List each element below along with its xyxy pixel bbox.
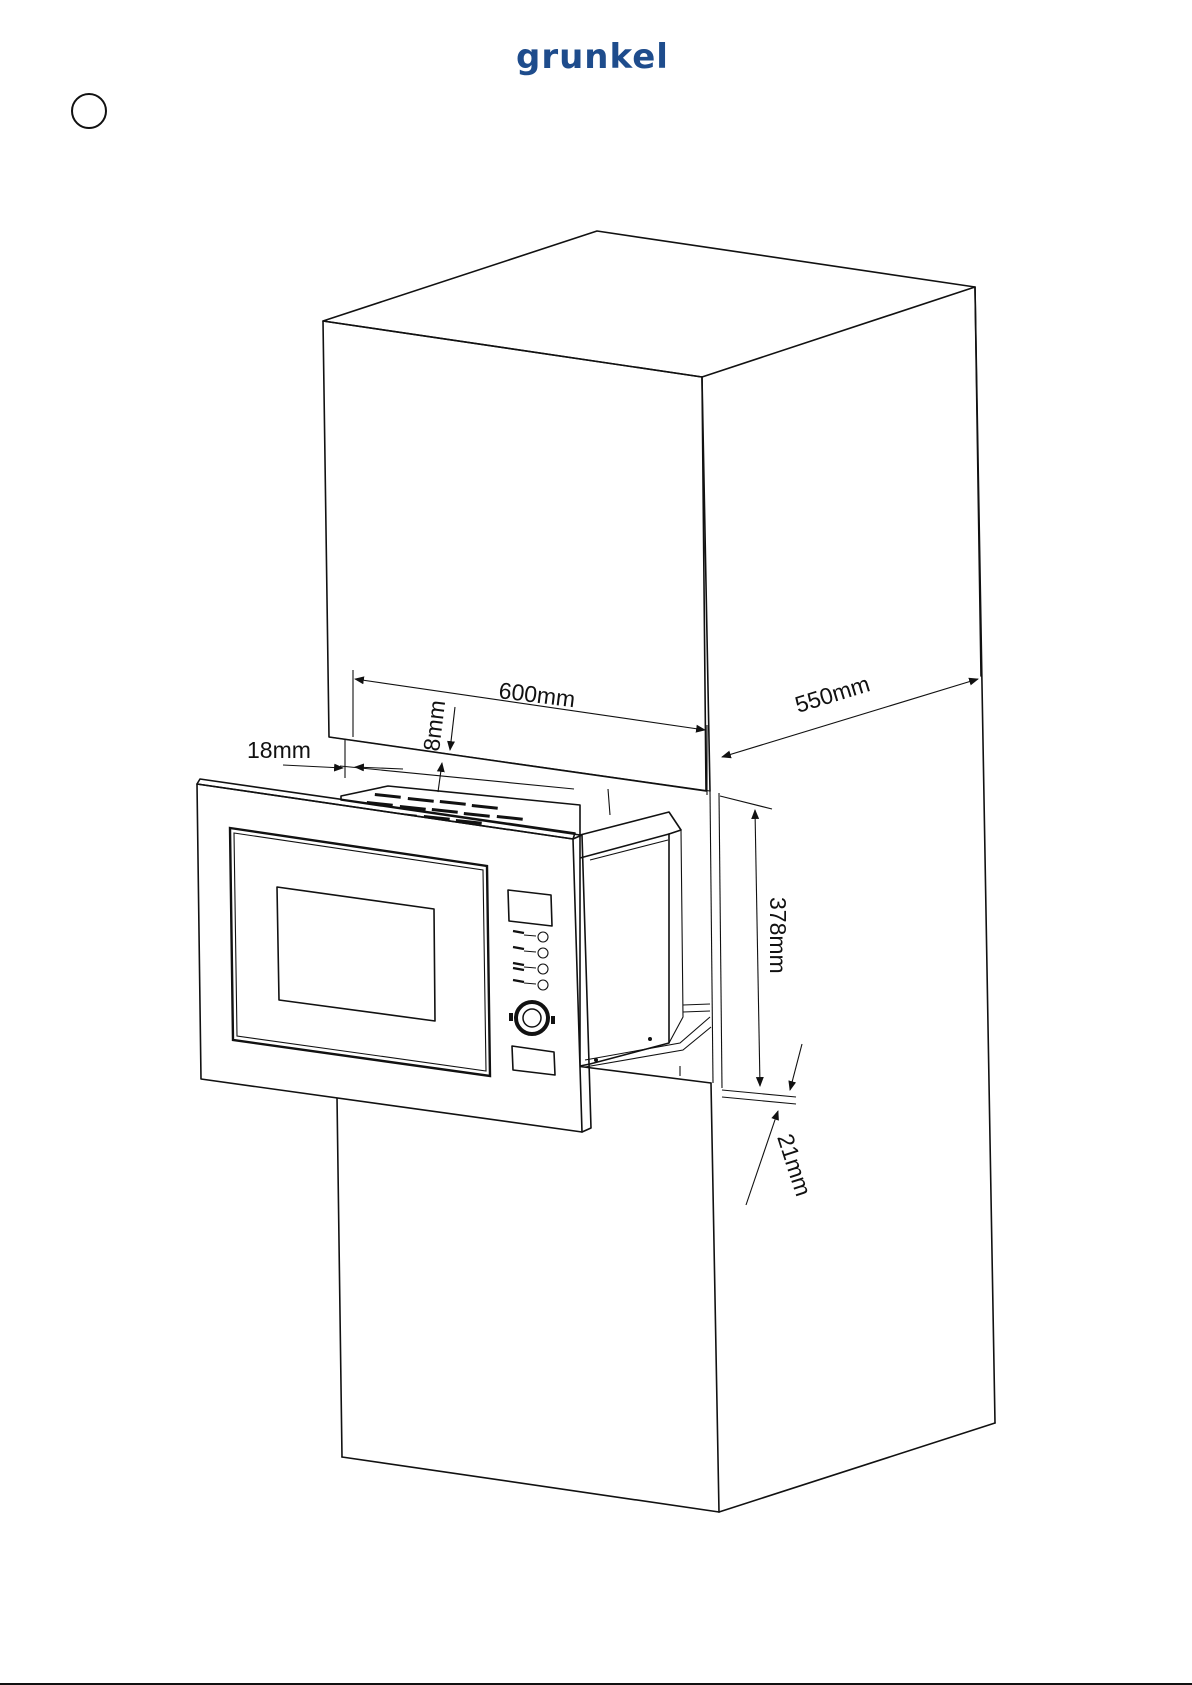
cabinet-front-face-upper: [323, 321, 706, 791]
dimension-top-gap-label: 8mm: [418, 699, 450, 753]
dimension-depth: 550mm: [722, 670, 978, 757]
cabinet-upper: [323, 231, 981, 791]
cabinet-right-edge: [975, 287, 995, 1423]
dimension-bottom-gap: 21mm: [722, 1044, 817, 1205]
niche-inner-top: [340, 766, 574, 789]
dimension-side-gap: 18mm: [247, 737, 403, 778]
niche-right-front-edge: [710, 791, 713, 1083]
dimension-side-gap-label: 18mm: [247, 737, 311, 763]
niche-inner-back: [608, 789, 610, 815]
dimension-bottom-gap-label: 21mm: [772, 1131, 816, 1200]
dimension-depth-label: 550mm: [792, 670, 873, 717]
niche-bottom-edge: [576, 1066, 711, 1083]
rail-screw-2: [648, 1037, 652, 1041]
cabinet-bottom-front-edge: [342, 1457, 719, 1512]
cabinet-top-face: [323, 231, 975, 377]
microwave-back-top: [580, 812, 681, 835]
dimension-height-label: 378mm: [765, 897, 791, 974]
microwave-side-box: [580, 834, 669, 1066]
microwave-rail-bracket-1: [683, 1004, 710, 1005]
dimension-width: 600mm: [353, 670, 707, 795]
microwave-front: [197, 779, 591, 1132]
niche-right-inner-edge: [719, 793, 722, 1088]
rail-screw-1: [594, 1058, 598, 1062]
cabinet-bottom-right-edge: [719, 1423, 995, 1512]
cabinet-center-edge-lower: [711, 1083, 719, 1512]
microwave-rail-bracket-2: [683, 1011, 710, 1012]
dimension-width-label: 600mm: [497, 677, 576, 712]
cabinet-left-edge-lower: [337, 1097, 342, 1457]
dimension-top-gap: 8mm: [418, 699, 455, 792]
cabinet-side: [702, 287, 995, 1512]
niche-top-lip: [329, 737, 710, 791]
cabinet-lower: [337, 1066, 719, 1512]
microwave-back-edge: [669, 830, 683, 1043]
dimension-height: 378mm: [720, 796, 791, 1086]
